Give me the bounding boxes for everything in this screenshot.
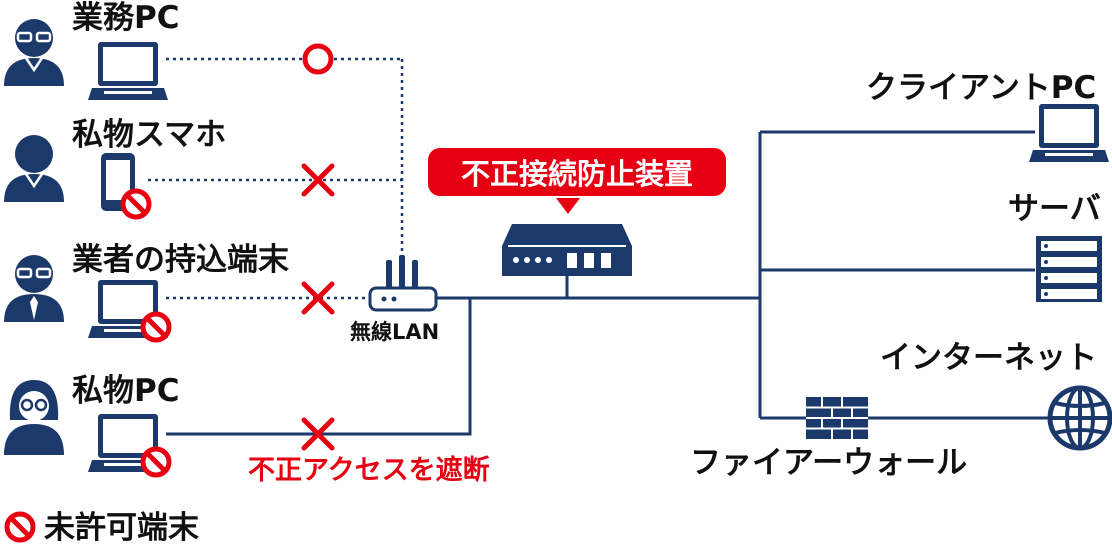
legend-unauthorized-label: 未許可端末 xyxy=(44,510,199,546)
prohibited-icon xyxy=(141,312,171,342)
person-icon xyxy=(4,380,64,455)
person-icon xyxy=(4,255,64,322)
ok-circle-icon xyxy=(302,43,334,75)
laptop-icon xyxy=(1029,104,1109,162)
laptop-icon xyxy=(88,42,168,100)
prohibited-icon xyxy=(121,189,151,219)
prevention-device-callout: 不正接続防止装置 xyxy=(428,148,726,196)
x-mark-icon xyxy=(304,166,332,194)
label-firewall: ファイアーウォール xyxy=(690,445,968,481)
label-personal-phone: 私物スマホ xyxy=(72,117,227,153)
label-wireless-lan: 無線LAN xyxy=(350,320,440,344)
label-personal-pc: 私物PC xyxy=(72,373,180,409)
label-internet: インターネット xyxy=(880,340,1097,376)
legend-prohibited-icon xyxy=(5,512,35,542)
prohibited-icon xyxy=(141,447,171,477)
label-work-pc: 業務PC xyxy=(72,0,180,36)
wireless-router-icon xyxy=(368,255,438,312)
label-server: サーバ xyxy=(1008,191,1101,227)
person-icon xyxy=(4,19,64,86)
label-vendor-device: 業者の持込端末 xyxy=(72,242,289,278)
server-icon xyxy=(1036,236,1102,302)
link-personal-pc xyxy=(166,298,472,436)
person-icon xyxy=(4,135,64,202)
prevention-device-icon xyxy=(502,198,632,276)
label-client-pc: クライアントPC xyxy=(866,70,1097,106)
globe-icon xyxy=(1047,385,1112,451)
firewall-icon xyxy=(806,397,868,439)
label-block-access: 不正アクセスを遮断 xyxy=(248,455,490,486)
